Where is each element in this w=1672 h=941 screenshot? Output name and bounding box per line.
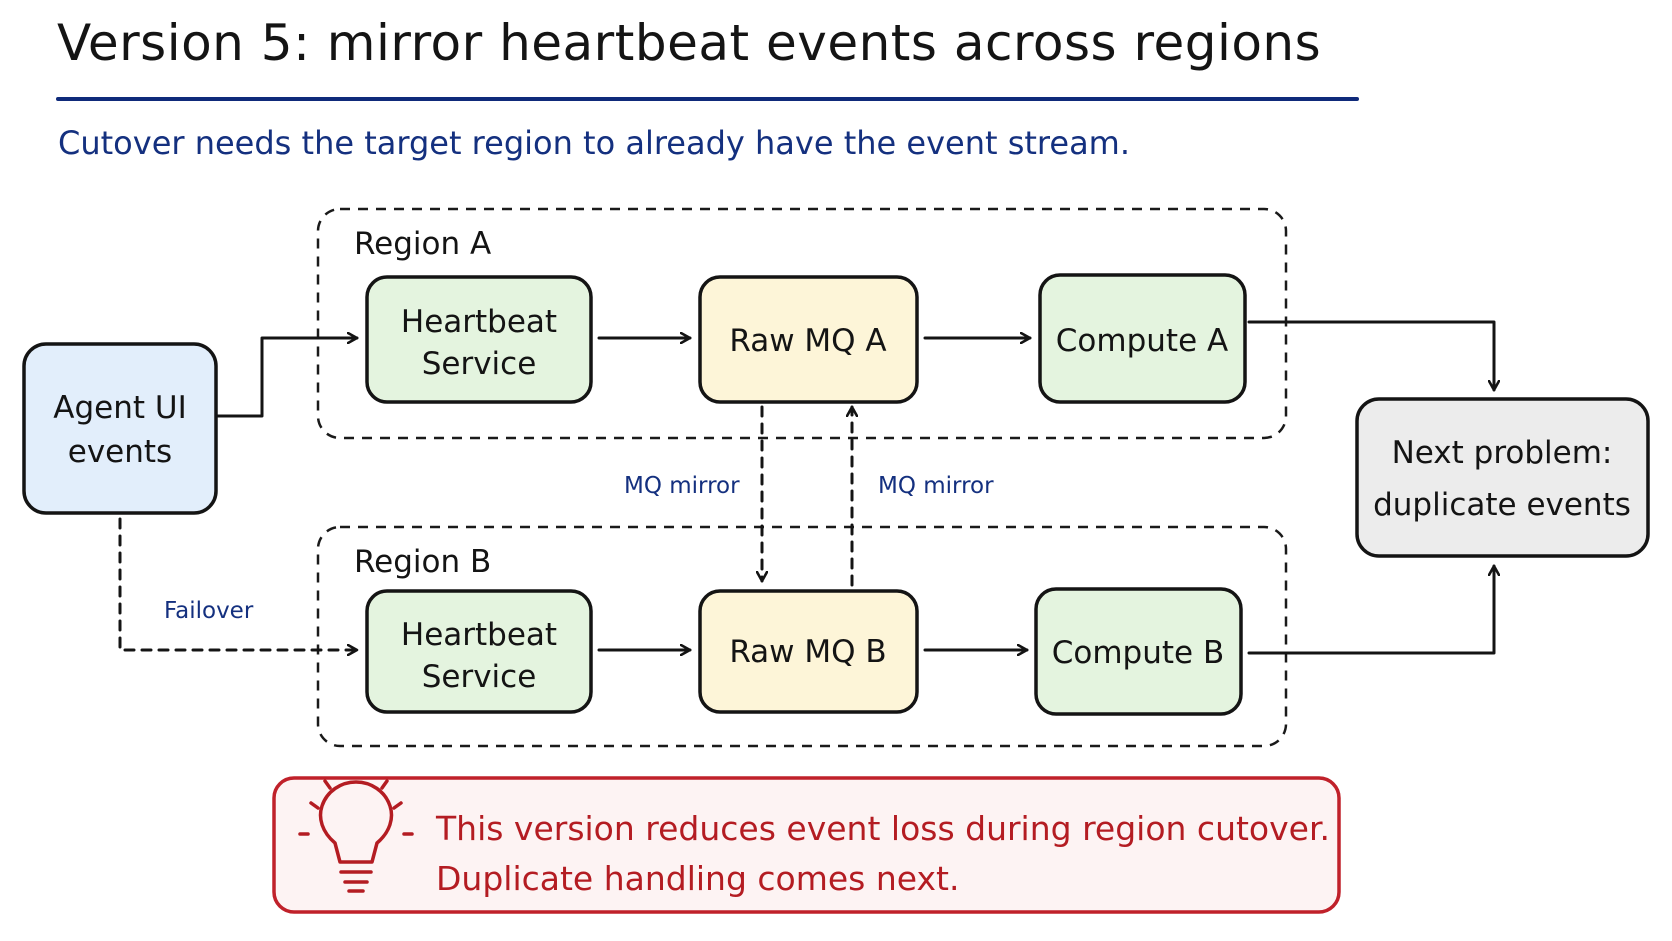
- page-subtitle: Cutover needs the target region to alrea…: [58, 124, 1131, 162]
- edge-label-mq-mirror-left: MQ mirror: [624, 473, 740, 499]
- edge-agent-to-heartbeat-a: [214, 338, 359, 418]
- node-agent-ui-events: Agent UI events: [22, 342, 218, 515]
- node-label-line: Service: [422, 346, 537, 382]
- node-label-line: Compute A: [1056, 323, 1228, 359]
- edge-failover-agent-to-heartbeat-b: [118, 517, 359, 650]
- region-b: Region B: [316, 525, 1288, 748]
- node-compute-a: Compute A: [1038, 273, 1247, 404]
- node-raw-mq-a: Raw MQ A: [698, 275, 919, 404]
- node-label-line: events: [68, 434, 172, 470]
- node-heartbeat-service-b: Heartbeat Service: [365, 589, 593, 714]
- node-label-line: Service: [422, 659, 537, 695]
- node-label-line: Next problem:: [1392, 435, 1613, 471]
- edge-label-failover: Failover: [164, 598, 254, 624]
- callout-line-2: Duplicate handling comes next.: [436, 859, 959, 898]
- node-compute-b: Compute B: [1034, 587, 1243, 716]
- node-label-line: Raw MQ B: [729, 634, 886, 670]
- edge-label-mq-mirror-right: MQ mirror: [878, 473, 994, 499]
- edge-compute-a-to-next: [1247, 320, 1494, 392]
- page-title: Version 5: mirror heartbeat events acros…: [57, 14, 1322, 72]
- node-label-line: Agent UI: [53, 390, 186, 426]
- callout-box: This version reduces event loss during r…: [272, 776, 1341, 914]
- region-a-label: Region A: [354, 226, 491, 262]
- lightbulb-icon: [298, 779, 414, 893]
- node-label-line: Heartbeat: [401, 304, 557, 340]
- node-next-problem: Next problem: duplicate events: [1355, 397, 1650, 558]
- node-label-line: duplicate events: [1373, 487, 1631, 523]
- node-label-line: Raw MQ A: [729, 323, 886, 359]
- node-label-line: Compute B: [1052, 635, 1224, 671]
- node-heartbeat-service-a: Heartbeat Service: [365, 275, 593, 404]
- title-underline: [56, 97, 1359, 101]
- region-b-label: Region B: [354, 544, 491, 580]
- node-raw-mq-b: Raw MQ B: [698, 589, 919, 714]
- callout-line-1: This version reduces event loss during r…: [435, 809, 1330, 848]
- node-label-line: Heartbeat: [401, 617, 557, 653]
- edge-compute-b-to-next: [1247, 564, 1494, 655]
